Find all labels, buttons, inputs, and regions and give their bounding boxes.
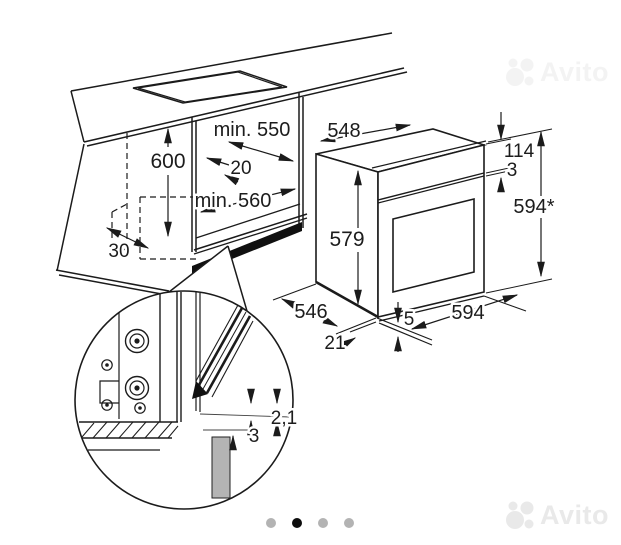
oven-drawing <box>315 128 487 346</box>
dim-label-shelf-gap: 3 <box>249 426 260 447</box>
carousel-dot-1[interactable] <box>266 518 276 528</box>
detail-circle <box>74 290 294 510</box>
dim-label-niche-width: min. 560 <box>195 190 272 212</box>
oven-dimensions <box>272 112 553 352</box>
carousel-dot-4[interactable] <box>344 518 354 528</box>
dim-label-base-gap: 5 <box>404 309 415 330</box>
dim-label-rear-gap: 20 <box>230 158 251 179</box>
dim-label-panel-height: 114 <box>504 141 535 162</box>
dim-label-panel-gap: 3 <box>507 160 518 181</box>
dim-label-door-gap: 2,1 <box>271 408 297 429</box>
dim-label-total-height: 594* <box>513 196 554 218</box>
dim-label-front-width: 594 <box>451 302 484 324</box>
dim-label-depth: 546 <box>294 301 327 323</box>
carousel-dot-2[interactable] <box>292 518 302 528</box>
dim-label-front-clearance: 30 <box>108 241 129 262</box>
cabinet-dimensions <box>105 127 297 249</box>
dim-label-niche-height: 600 <box>150 150 185 173</box>
dim-label-niche-depth: min. 550 <box>214 119 291 141</box>
carousel-dots <box>266 518 354 528</box>
dim-label-top-width: 548 <box>327 120 360 142</box>
dim-label-front-height: 579 <box>329 228 364 251</box>
carousel-dot-3[interactable] <box>318 518 328 528</box>
dim-label-plinth-inset: 21 <box>324 333 345 354</box>
